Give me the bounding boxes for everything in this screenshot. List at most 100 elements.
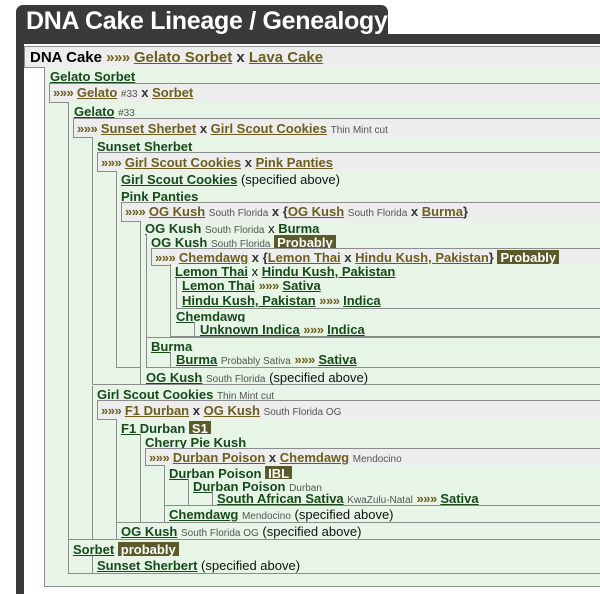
og-kush-spec2-box [116,523,600,540]
gelato-cross-row: »»» Sunset Sherbet x Girl Scout Cookies … [77,120,388,137]
lemon-thai-link[interactable]: Lemon Thai [175,264,248,279]
sativa-link[interactable]: Sativa [440,491,479,506]
title-tab: DNA Cake Lineage / Genealogy [16,5,388,37]
og-kush-probably-title: OG Kush South Florida Probably [151,234,336,251]
sativa-link[interactable]: Sativa [318,352,357,367]
og-kush-name[interactable]: OG Kush [151,235,208,250]
chemdawg-mendo-box [164,506,600,523]
f1-durban-title: F1 Durban S1 [121,420,211,437]
durban-poison-link[interactable]: Durban Poison [172,450,266,465]
chemdawg-title: Chemdawg [176,308,245,325]
arrows-icon: »»» [416,491,438,506]
gsc-link[interactable]: Girl Scout Cookies [210,121,327,136]
probably-badge: Probably [497,250,560,265]
f1-durban-name[interactable]: F1 Durban [121,421,186,436]
south-african-name[interactable]: South African Sativa [217,491,344,506]
probably-badge: Probably [274,235,336,250]
og-kush-link[interactable]: OG Kush [148,204,206,219]
gsc-name[interactable]: Girl Scout Cookies [97,387,214,402]
sunset-sherbet-link[interactable]: Sunset Sherbet [100,121,197,136]
og-kush-note: South Florida OG [263,407,342,418]
sorbet-link[interactable]: Sorbet [152,85,194,100]
chemdawg-name[interactable]: Chemdawg [176,309,246,324]
specified-above-text: (specified above) [269,370,369,385]
south-african-box [212,491,600,506]
arrows-icon: »»» [101,155,122,170]
gelato-link[interactable]: Gelato [76,85,118,100]
arrows-icon: »»» [155,250,176,265]
og-kush-link[interactable]: OG Kush [287,204,345,219]
lemon-thai-link[interactable]: Lemon Thai [267,250,341,265]
durban-poison-name[interactable]: Durban Poison [193,479,286,494]
lemon-thai-name[interactable]: Lemon Thai [182,278,255,293]
gsc-link[interactable]: Girl Scout Cookies [124,155,242,170]
og-kush-name[interactable]: OG Kush [121,524,178,539]
unknown-indica-name[interactable]: Unknown Indica [200,322,300,337]
specified-above-text: (specified above) [262,524,362,539]
brace-close: } [488,250,494,265]
pink-panties-cross-row: »»» OG Kush South Florida x {OG Kush Sou… [125,203,468,220]
indica-link[interactable]: Indica [343,293,381,308]
page-title: DNA Cake Lineage / Genealogy [26,7,388,35]
sativa-link[interactable]: Sativa [282,278,321,293]
og-kush-link[interactable]: OG Kush [203,403,260,418]
chemdawg-note: Mendocino [241,511,291,522]
gelato-note: #33 [120,89,138,100]
arrows-icon: »»» [53,85,74,100]
lemon-thai-row: Lemon Thai »»» Sativa [182,277,321,294]
sunset-sherbet-cross-row: »»» Girl Scout Cookies x Pink Panties [101,154,333,171]
cross-symbol: x [141,85,149,100]
chemdawg-link[interactable]: Chemdawg [279,450,350,465]
hindu-kush-link[interactable]: Hindu Kush, Pakistan [261,264,396,279]
sunset-sherbet-name[interactable]: Sunset Sherbet [97,139,193,154]
arrows-icon: »»» [125,204,146,219]
gelato-name[interactable]: Gelato [74,104,115,119]
burma-link[interactable]: Burma [278,221,320,236]
pink-panties-name[interactable]: Pink Panties [121,189,199,204]
chemdawg-link[interactable]: Chemdawg [178,250,249,265]
gelato-sorbet-link[interactable]: Gelato Sorbet [50,69,136,84]
gelato-sorbet-cross-row: »»» Gelato #33 x Sorbet [53,84,193,101]
arrows-icon: »»» [303,322,324,337]
og-kush-sf-title: OG Kush South Florida x Burma [145,220,319,237]
durban-poison-name[interactable]: Durban Poison [169,466,262,481]
burma-sub-row: Burma Probably Sativa »»» Sativa [176,351,357,368]
cross-symbol: x [244,155,252,170]
gsc-cross-row: »»» F1 Durban x OG Kush South Florida OG [101,402,341,419]
specified-above-text: (specified above) [240,172,340,187]
burma-name[interactable]: Burma [176,352,218,367]
specified-above-text: (specified above) [294,507,394,522]
og-kush-spec2-row: OG Kush South Florida OG (specified abov… [121,523,361,540]
root-parent1-link[interactable]: Gelato Sorbet [133,49,233,66]
gelato-title: Gelato #33 [74,103,135,120]
f1-durban-link[interactable]: F1 Durban [124,403,190,418]
indica-link[interactable]: Indica [327,322,365,337]
og-kush-name[interactable]: OG Kush [145,221,202,236]
burma-link[interactable]: Burma [421,204,463,219]
gsc-name[interactable]: Girl Scout Cookies [121,172,238,187]
root-parent2-link[interactable]: Lava Cake [248,49,324,66]
gelato-note: #33 [118,108,135,119]
arrows-icon: »»» [294,352,315,367]
hindu-kush-name[interactable]: Hindu Kush, Pakistan [182,293,316,308]
brace-open: { [282,204,288,219]
og-kush-probably-cross-row: »»» Chemdawg x {Lemon Thai x Hindu Kush,… [155,249,560,266]
sunset-sherbert-name[interactable]: Sunset Sherbert [97,558,198,573]
og-kush-name[interactable]: OG Kush [146,370,203,385]
hindu-kush-link[interactable]: Hindu Kush, Pakistan [355,250,489,265]
cherry-pie-title: Cherry Pie Kush [145,434,246,451]
chemdawg-name[interactable]: Chemdawg [169,507,239,522]
pink-panties-link[interactable]: Pink Panties [255,155,333,170]
cherry-pie-name[interactable]: Cherry Pie Kush [145,435,247,450]
south-african-note: KwaZulu-Natal [347,495,413,506]
sorbet-title: Sorbet probably [73,541,179,558]
sorbet-name[interactable]: Sorbet [73,542,115,557]
cross-symbol: x [410,204,419,219]
specified-above-text: (specified above) [201,558,301,573]
cross-symbol: x [251,264,259,279]
durban-poison-sub-row: Durban Poison Durban [193,478,322,495]
burma-name[interactable]: Burma [151,339,193,354]
og-kush-note: South Florida OG [180,528,259,539]
og-kush-note: South Florida [205,374,266,385]
root-name: DNA Cake [30,49,102,66]
